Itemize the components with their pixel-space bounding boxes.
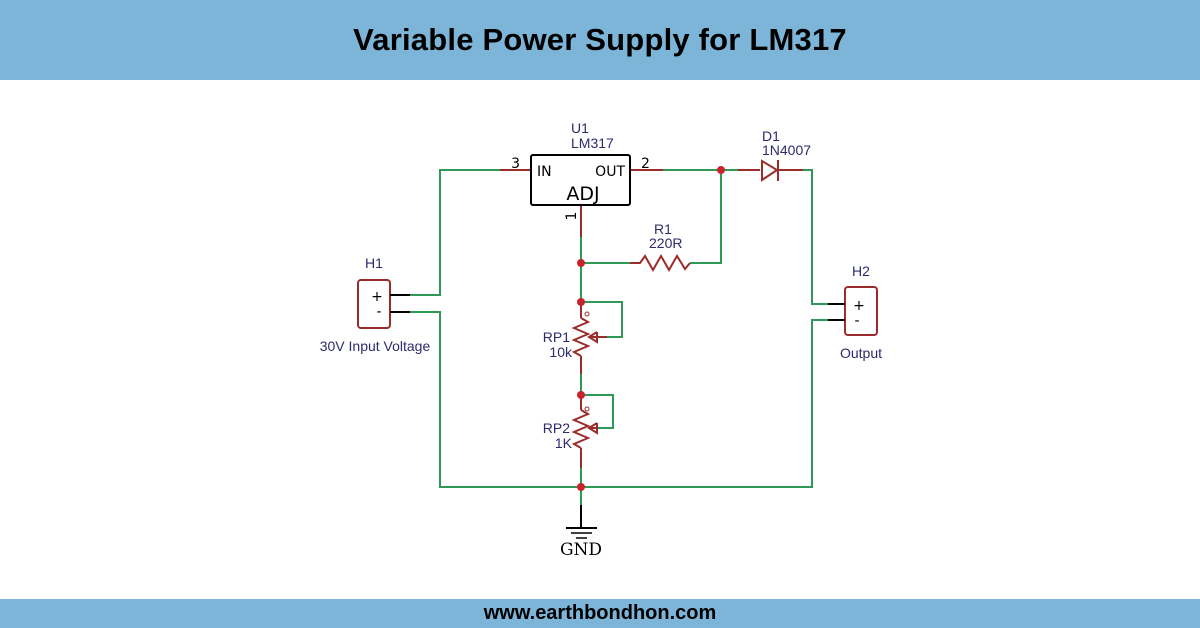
diode-icon	[761, 159, 779, 182]
pin-stubs	[500, 169, 803, 468]
wire-ground-bus	[410, 311, 828, 488]
u1-pin-out-number: 2	[641, 156, 650, 172]
h1-plus-label: +	[371, 289, 383, 305]
u1-pin-adj-label: ADJ	[566, 183, 599, 205]
r1-resistor[interactable]: R1 220R	[630, 221, 691, 273]
rp1-value: 10k	[549, 344, 573, 360]
r1-value: 220R	[649, 235, 682, 251]
rp1-wiper-arrow-icon	[587, 331, 598, 344]
u1-value: LM317	[571, 135, 614, 151]
d1-value: 1N4007	[762, 142, 811, 158]
wires	[410, 169, 828, 505]
rp1-ref: RP1	[543, 329, 570, 345]
connector-icon	[357, 279, 391, 329]
potentiometer-icon	[571, 409, 591, 449]
u1-pin-out-label: OUT	[595, 164, 625, 180]
rp2-wiper-arrow-icon	[587, 422, 598, 435]
d1-diode[interactable]: D1 1N4007	[761, 128, 811, 182]
junction-dot	[577, 391, 585, 399]
junction-dot	[577, 259, 585, 267]
u1-pin-in-number: 3	[511, 156, 520, 172]
connector-icon	[844, 286, 878, 336]
wire-output-positive	[790, 169, 828, 305]
rp2-ref: RP2	[543, 420, 570, 436]
h2-plus-label: +	[853, 298, 865, 314]
h1-ref: H1	[365, 255, 383, 271]
u1-pin-adj-number: 1	[564, 212, 580, 221]
wire-input-positive	[410, 169, 500, 296]
wire-rp1-wiper	[581, 301, 623, 338]
u1-ref: U1	[571, 120, 589, 136]
footer-banner: www.earthbondhon.com	[0, 599, 1200, 628]
rp2-value: 1K	[555, 435, 573, 451]
h1-minus-label: -	[376, 304, 381, 320]
rp1-potentiometer[interactable]: RP1 10k	[543, 311, 607, 360]
junction-dot	[577, 483, 585, 491]
h2-minus-label: -	[854, 313, 859, 329]
wire-r1-feedback	[690, 170, 722, 264]
h2-output-connector[interactable]: + - H2 Output	[828, 263, 882, 361]
junction-dot	[717, 166, 725, 174]
rp2-potentiometer[interactable]: RP2 1K	[543, 406, 598, 451]
u1-pin-in-label: IN	[537, 164, 552, 180]
h1-input-connector[interactable]: + - H1 30V Input Voltage	[320, 255, 431, 354]
ground-symbol: GND	[560, 505, 602, 560]
h2-caption: Output	[840, 345, 882, 361]
r1-ref: R1	[654, 221, 672, 237]
rp1-pin1-dot	[584, 311, 590, 317]
junction-dot	[577, 298, 585, 306]
d1-ref: D1	[762, 128, 780, 144]
h2-ref: H2	[852, 263, 870, 279]
h1-caption: 30V Input Voltage	[320, 338, 431, 354]
u1-regulator[interactable]: IN OUT ADJ 3 2 1 U1 LM317	[511, 120, 650, 220]
junctions	[577, 166, 725, 491]
wire-rp2-wiper	[581, 394, 614, 429]
potentiometer-icon	[571, 317, 591, 357]
resistor-icon	[630, 253, 691, 273]
u1-body	[530, 154, 631, 206]
footer-url[interactable]: www.earthbondhon.com	[483, 602, 717, 624]
rp2-pin1-dot	[584, 406, 590, 412]
page-title: Variable Power Supply for LM317	[353, 22, 847, 57]
gnd-label: GND	[560, 540, 602, 560]
title-banner: Variable Power Supply for LM317	[0, 0, 1200, 80]
